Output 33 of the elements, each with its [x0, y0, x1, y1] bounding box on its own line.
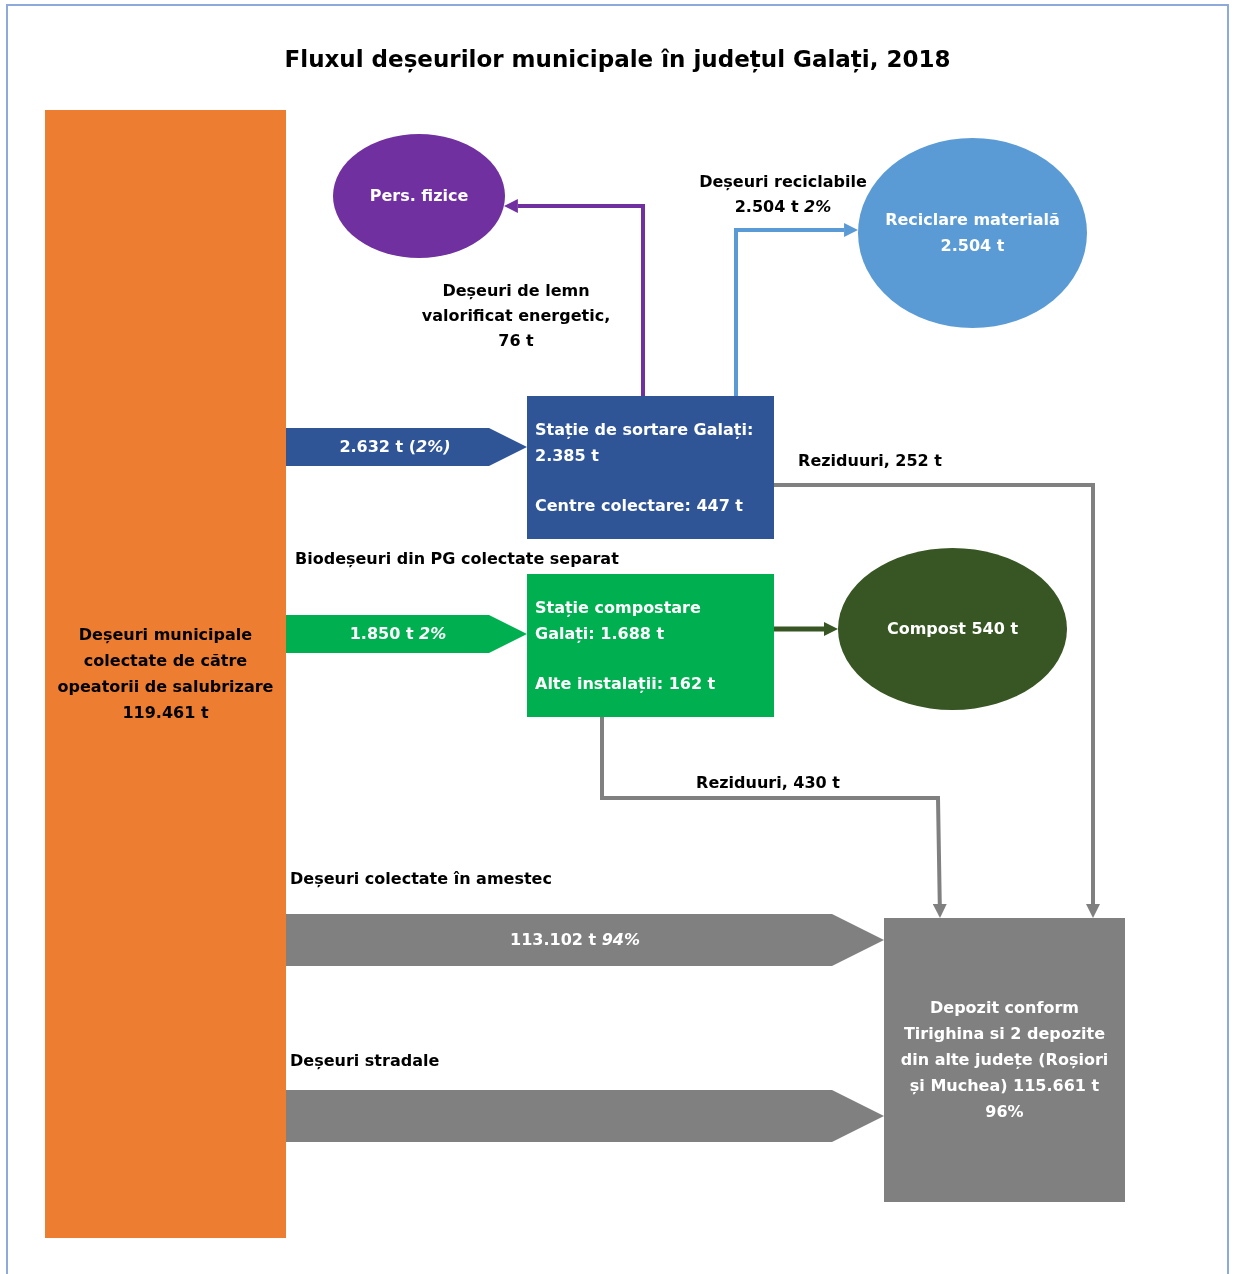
- node-text: Alte instalații: 162 t: [535, 672, 716, 695]
- block-arrow: [286, 615, 527, 653]
- node-text: Stație compostare Galați: 1.688 t: [535, 596, 702, 645]
- edge-label: Deșeuri reciclabile 2.504 t 2%: [698, 171, 868, 218]
- edge-label: 1.850 t 2%: [348, 623, 448, 645]
- node-text: Reciclare materială 2.504 t: [884, 209, 1061, 257]
- edge-label: 113.102 t 94%: [509, 929, 641, 951]
- arrow: [600, 717, 947, 918]
- node-text: Centre colectare: 447 t: [535, 494, 743, 517]
- node-text: Depozit conform Tirighina si 2 depozite din alte județe (Roșiori și Muchea) 115.661 t 96%: [899, 997, 1110, 1123]
- edge-label: 2.632 t (2%): [338, 436, 452, 458]
- arrow: [734, 223, 859, 396]
- edge-label: Reziduuri, 430 t: [695, 772, 841, 794]
- process-box: [527, 574, 774, 717]
- node-text: Stație de sortare Galați: 2.385 t: [535, 418, 755, 467]
- process-box: [527, 396, 774, 539]
- flow-label: Biodeșeuri din PG colectate separat: [295, 548, 620, 570]
- node-text: Pers. fizice: [369, 185, 469, 207]
- arrow: [774, 483, 1100, 918]
- process-box: [884, 918, 1125, 1202]
- block-arrow: [286, 428, 527, 466]
- flow-label: Deșeuri stradale: [290, 1050, 441, 1072]
- node-text: Compost 540 t: [886, 618, 1019, 640]
- node-text: Deșeuri municipale colectate de către opeatorii de salubrizare 119.461 t: [56, 624, 275, 724]
- block-arrow: [286, 914, 884, 966]
- diagram-title: Fluxul deșeurilor municipale în județul Galați, 2018: [284, 45, 951, 75]
- flow-label: Deșeuri colectate în amestec: [290, 868, 553, 890]
- edge-label: Reziduuri, 252 t: [797, 450, 943, 472]
- block-arrow: [286, 1090, 884, 1142]
- process-box: [45, 110, 286, 1238]
- arrow: [774, 622, 838, 636]
- arrow: [503, 199, 645, 396]
- edge-label: Deșeuri de lemn valorificat energetic, 76 t: [420, 280, 612, 352]
